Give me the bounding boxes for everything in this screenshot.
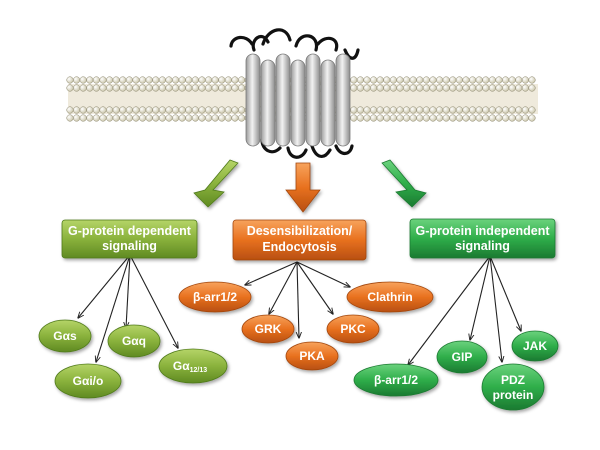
node-g12-13-base: Gα — [173, 359, 190, 373]
svg-text:GRK: GRK — [255, 322, 282, 336]
box-center-line2: Endocytosis — [262, 240, 336, 254]
svg-text:Gα12/13: Gα12/13 — [173, 359, 207, 374]
node-pdz-protein: PDZ protein — [481, 363, 545, 411]
connector-lines — [78, 254, 521, 365]
node-jak: JAK — [511, 330, 559, 362]
node-beta-arrestin-right: β-arr1/2 — [353, 363, 439, 397]
box-center-line1: Desensibilization/ — [247, 224, 353, 238]
node-gq: Gαq — [107, 324, 161, 358]
svg-text:β-arr1/2: β-arr1/2 — [374, 373, 418, 387]
node-g12-13: Gα12/13 — [158, 348, 228, 384]
arrow-right — [381, 159, 427, 208]
node-clathrin: Clathrin — [346, 281, 434, 313]
gpcr-receptor — [229, 28, 360, 159]
svg-text:Clathrin: Clathrin — [367, 290, 412, 304]
svg-text:β-arr1/2: β-arr1/2 — [193, 290, 237, 304]
svg-text:PDZ: PDZ — [501, 373, 525, 387]
arrow-center — [285, 162, 321, 213]
node-gip: GIP — [436, 340, 488, 374]
box-right-line1: G-protein independent — [415, 224, 550, 238]
svg-text:Gαq: Gαq — [122, 334, 146, 348]
svg-text:GIP: GIP — [452, 350, 473, 364]
svg-text:Gαs: Gαs — [53, 329, 77, 343]
box-left-line1: G-protein dependent — [68, 224, 192, 238]
box-g-protein-dependent: G-protein dependent signaling — [61, 219, 198, 259]
arrow-left — [193, 159, 239, 208]
box-g-protein-independent: G-protein independent signaling — [409, 218, 556, 259]
svg-text:PKC: PKC — [340, 322, 366, 336]
node-beta-arrestin-center: β-arr1/2 — [178, 281, 252, 313]
node-pkc: PKC — [326, 314, 380, 344]
svg-text:JAK: JAK — [523, 339, 547, 353]
node-gs: Gαs — [38, 319, 92, 353]
box-left-line2: signaling — [102, 239, 157, 253]
node-g12-13-sub: 12/13 — [190, 367, 208, 374]
node-pka: PKA — [285, 341, 339, 371]
svg-text:PKA: PKA — [299, 349, 325, 363]
svg-text:Gαi/o: Gαi/o — [73, 374, 104, 388]
svg-text:protein: protein — [493, 388, 534, 402]
node-grk: GRK — [241, 314, 295, 344]
box-right-line2: signaling — [455, 239, 510, 253]
node-gio: Gαi/o — [54, 363, 122, 399]
box-desensitization: Desensibilization/ Endocytosis — [232, 219, 367, 261]
